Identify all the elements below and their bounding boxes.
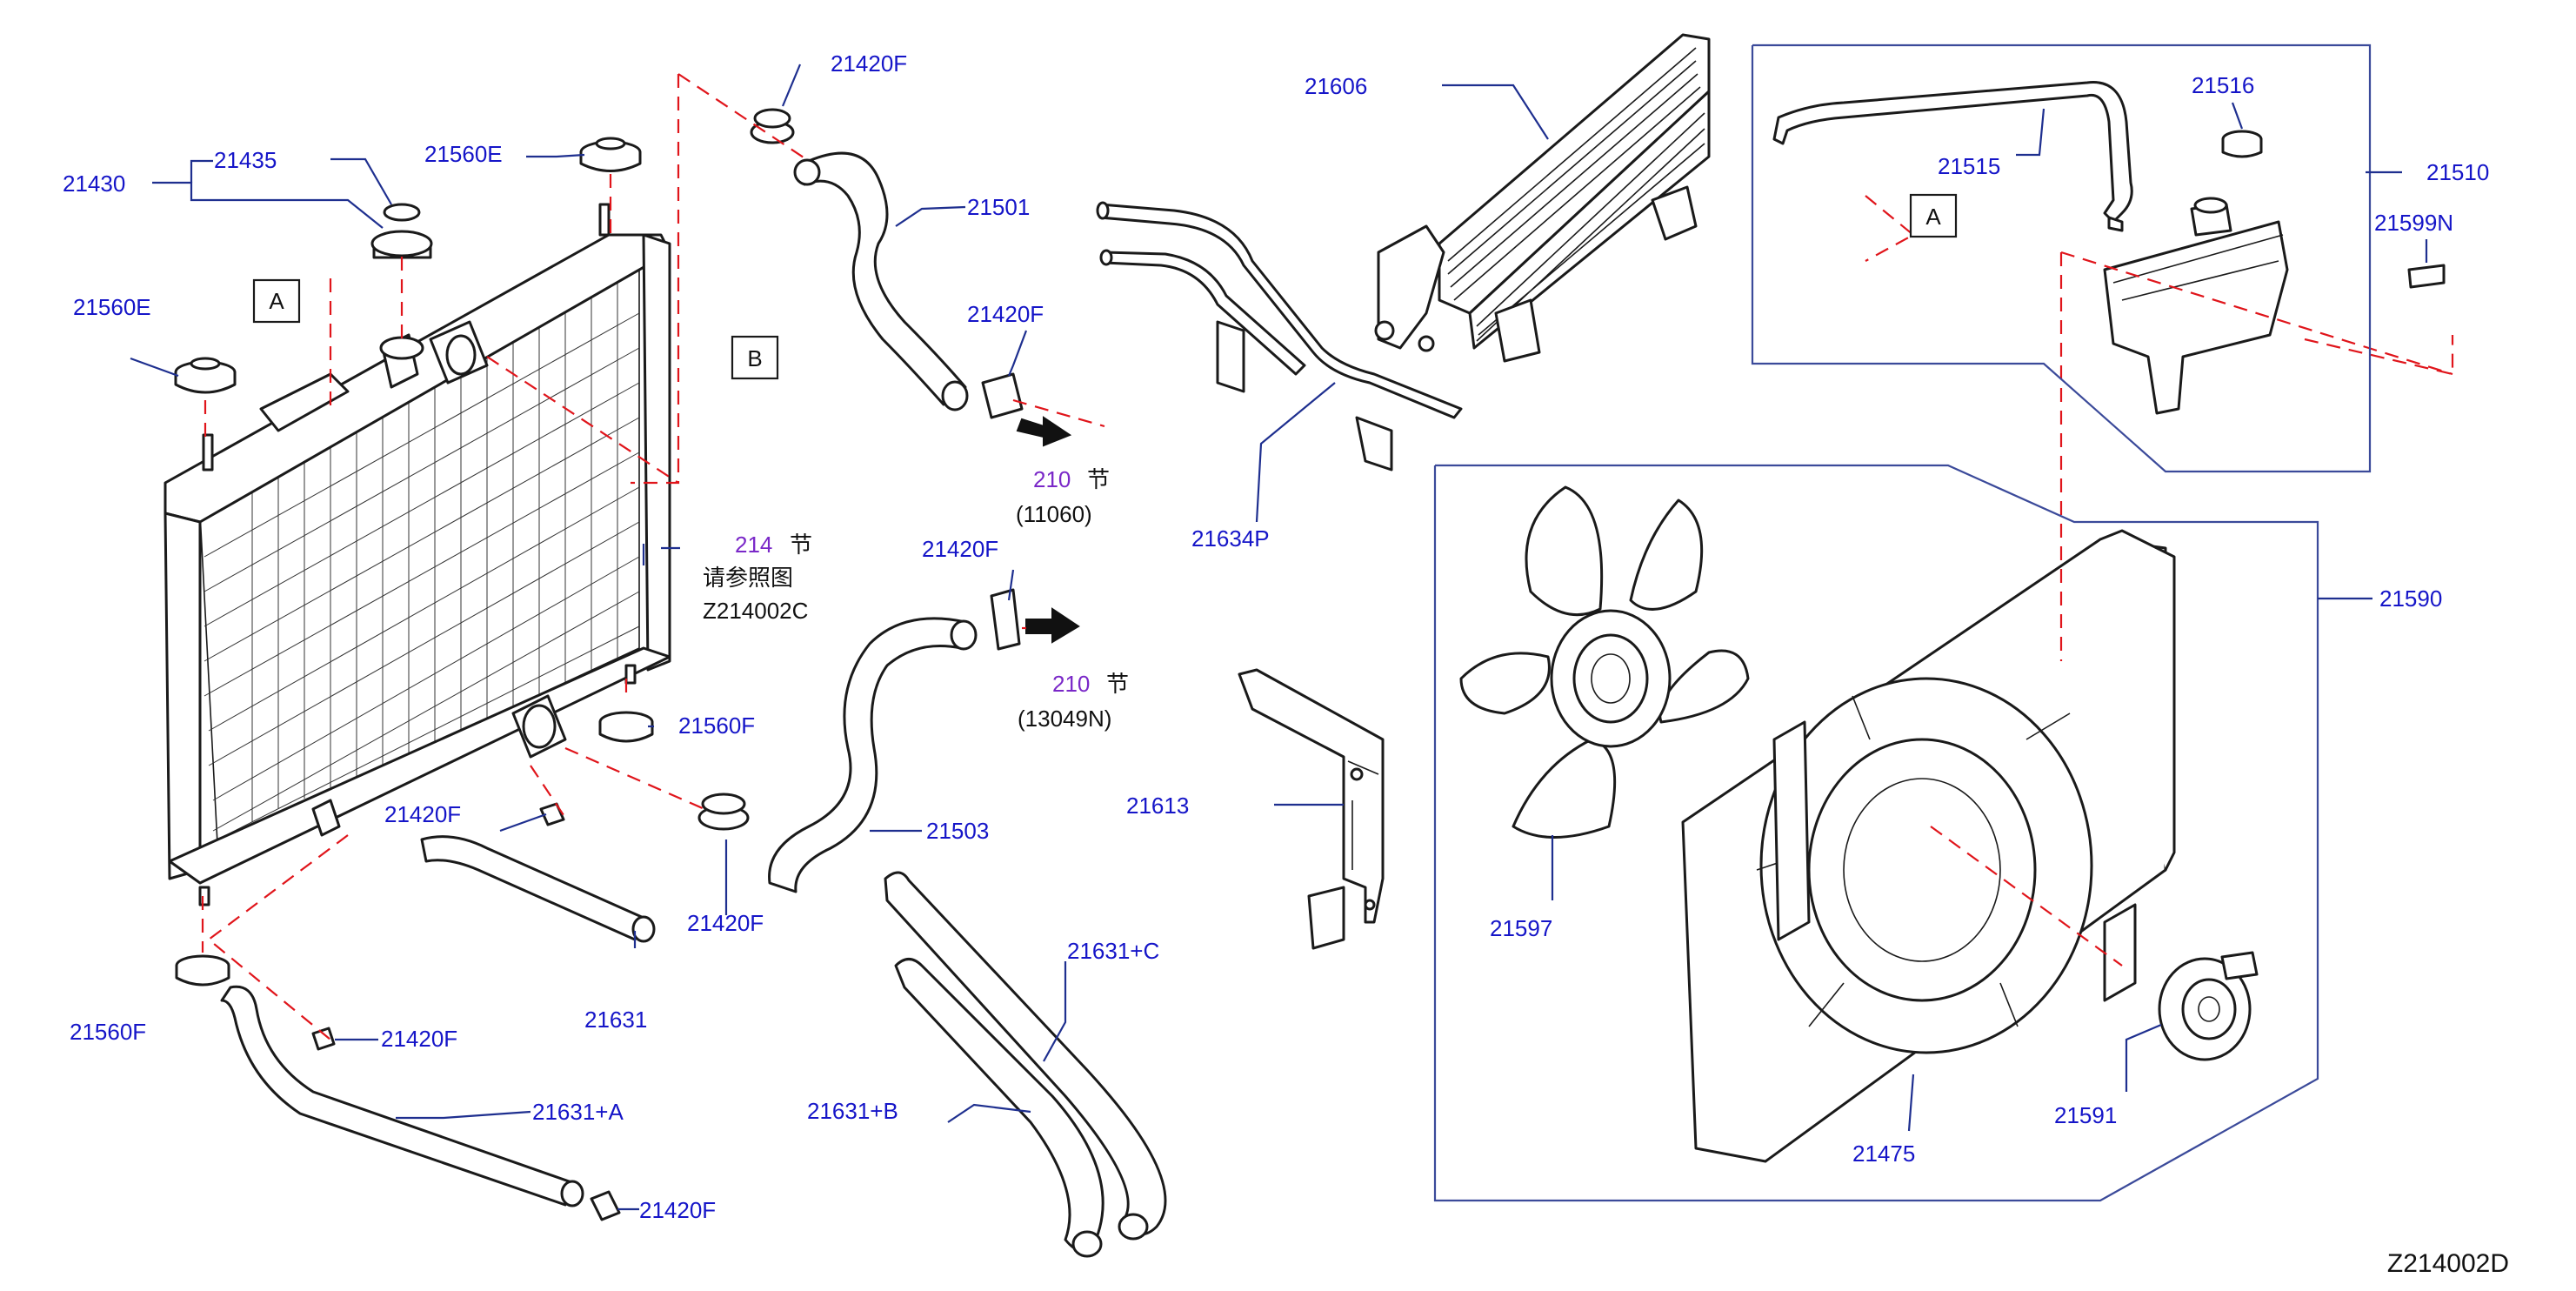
radiator-cap-21435 [370, 203, 433, 259]
callout-21516: 21516 [2192, 72, 2254, 98]
upper-hose-21501 [793, 151, 969, 411]
callout-21420f-mid: 21420F [922, 536, 998, 562]
callout-21631: 21631 [584, 1007, 647, 1033]
reservoir-group-21510 [1772, 81, 2446, 415]
callout-21631-c: 21631+C [1067, 938, 1159, 964]
grommet-21560e-left [174, 357, 237, 394]
box-b-radiator: B [731, 335, 779, 380]
svg-text:210: 210 [1033, 466, 1071, 492]
callout-21634p: 21634P [1191, 525, 1270, 552]
radiator-core-fins [204, 278, 640, 840]
callout-21420f-low: 21420F [381, 1026, 457, 1052]
callout-21510: 21510 [2426, 159, 2489, 185]
callout-21515: 21515 [1938, 153, 2000, 179]
hose-clamp-21420f-bottom [590, 1190, 621, 1221]
assembly-dashed-lines [201, 73, 2454, 1040]
callout-21430: 21430 [63, 171, 125, 197]
fan-motor-21591 [2158, 951, 2259, 1061]
callout-21501: 21501 [967, 194, 1030, 220]
callout-21597: 21597 [1490, 915, 1552, 941]
hose-21631-a [220, 985, 584, 1207]
grommet-21560f-bottom [175, 954, 230, 987]
callout-21599n: 21599N [2374, 210, 2453, 236]
hose-21631-c [884, 871, 1167, 1241]
section-ref-210-upper: 210 节 (11060) [1016, 466, 1110, 527]
callout-21503: 21503 [926, 818, 989, 844]
callout-21560f-mid: 21560F [678, 712, 755, 739]
callout-21590: 21590 [2379, 585, 2442, 612]
grommet-21560f-mid [598, 711, 654, 743]
diagram-id: Z214002D [2387, 1249, 2509, 1278]
hose-clamp-21420f-mid [990, 588, 1021, 651]
callout-21420f-hose: 21420F [967, 301, 1044, 327]
svg-text:210: 210 [1052, 671, 1090, 697]
group-frame-21510 [1751, 43, 2372, 473]
svg-text:节: 节 [1087, 466, 1110, 492]
svg-text:节: 节 [790, 532, 812, 558]
callout-21420f-bottom: 21420F [639, 1197, 716, 1223]
leader-lines [130, 64, 2428, 1211]
hose-clamp-21420f-top [750, 108, 795, 144]
svg-text:A: A [1925, 204, 1941, 230]
callout-21606: 21606 [1305, 73, 1367, 99]
lower-hose-21503 [768, 617, 978, 893]
callout-21420f-top: 21420F [831, 50, 907, 77]
fan-blade-21597 [1459, 485, 1750, 839]
box-a-reservoir: A [1909, 193, 1958, 238]
hose-21631-b [894, 958, 1104, 1258]
svg-text:B: B [747, 345, 762, 371]
callout-21560e-top: 21560E [424, 141, 503, 167]
fan-shroud-21475 [1681, 529, 2176, 1163]
flow-arrow-upper [1016, 416, 1072, 447]
hose-clamp-21420f-lower [697, 793, 750, 831]
callout-21475: 21475 [1852, 1140, 1915, 1167]
callout-21591: 21591 [2054, 1102, 2117, 1128]
bracket-21613 [1238, 668, 1385, 950]
callout-21613: 21613 [1126, 793, 1189, 819]
hose-clamp-21420f-hose [981, 372, 1024, 419]
oil-tube-21634p [1096, 201, 1463, 472]
hose-21631 [420, 835, 656, 943]
oil-cooler-21606 [1374, 33, 1711, 363]
section-ref-210-lower: 210 节 (13049N) [1018, 671, 1129, 732]
svg-text:(13049N): (13049N) [1018, 706, 1111, 732]
flow-arrow-lower [1025, 607, 1080, 644]
box-a-radiator: A [252, 278, 301, 324]
svg-text:214: 214 [735, 532, 772, 558]
grommet-21560e-top [579, 137, 642, 172]
hose-clamp-21420f-left [539, 802, 565, 826]
svg-text:(11060): (11060) [1016, 501, 1092, 527]
callout-21435: 21435 [214, 147, 277, 173]
svg-text:请参照图: 请参照图 [703, 565, 793, 591]
callout-21631-b: 21631+B [807, 1098, 898, 1124]
callout-21420f-left: 21420F [384, 801, 461, 827]
svg-text:节: 节 [1106, 671, 1129, 697]
callout-21420f-clamp: 21420F [687, 910, 764, 936]
radiator-21430 [164, 203, 671, 906]
callout-labels: 21430 21435 21560E 21560E 21560F 21560F … [63, 50, 2489, 1223]
hose-clamp-21420f-low [311, 1027, 336, 1051]
callout-21631-a: 21631+A [532, 1099, 624, 1125]
callout-21560f-bottom: 21560F [70, 1019, 146, 1045]
section-ref-214: 214 节 请参照图 Z214002C [703, 532, 812, 624]
svg-text:A: A [269, 288, 284, 314]
callout-21560e-left: 21560E [73, 294, 151, 320]
svg-text:Z214002C: Z214002C [703, 598, 808, 624]
group-frame-21590 [1433, 464, 2319, 1202]
